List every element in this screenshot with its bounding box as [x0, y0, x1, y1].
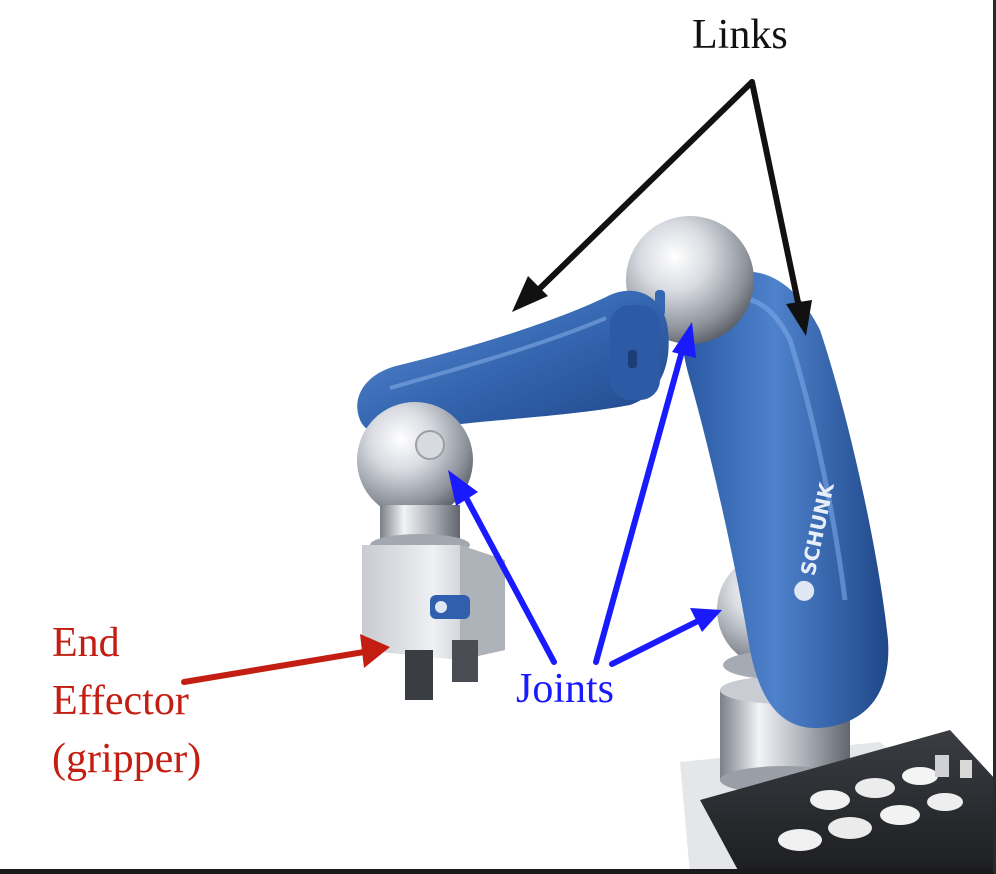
links-arrow-upper	[749, 79, 803, 315]
end-effector-label-line2: Effector	[52, 678, 189, 724]
joints-arrow-shoulder	[609, 617, 703, 667]
forearm-link	[357, 290, 669, 435]
upper-link: SCHUNK	[681, 271, 889, 729]
joints-label: Joints	[516, 666, 615, 712]
joints-arrowhead-wrist	[448, 470, 478, 506]
end-effector-label-line3: (gripper)	[52, 736, 202, 782]
links-arrow-forearm	[529, 79, 755, 299]
links-arrowhead-upper	[786, 300, 812, 336]
links-arrows	[512, 79, 812, 336]
frame-border-right	[993, 0, 996, 874]
joints-arrow-wrist	[459, 487, 557, 665]
links-arrowhead-forearm	[512, 276, 548, 312]
joints-arrowhead-elbow	[672, 322, 696, 358]
links-label: Links	[692, 12, 788, 58]
bottle-crate	[700, 730, 996, 874]
end-effector-label: End Effector (gripper)	[52, 614, 201, 788]
gripper	[362, 545, 505, 700]
joints-arrows	[448, 322, 722, 667]
frame-border-bottom	[0, 869, 996, 874]
joints-arrowhead-shoulder	[690, 608, 722, 632]
joints-arrow-elbow	[593, 341, 687, 665]
end-effector-arrow	[181, 634, 390, 685]
end-effector-label-line1: End	[52, 620, 120, 666]
